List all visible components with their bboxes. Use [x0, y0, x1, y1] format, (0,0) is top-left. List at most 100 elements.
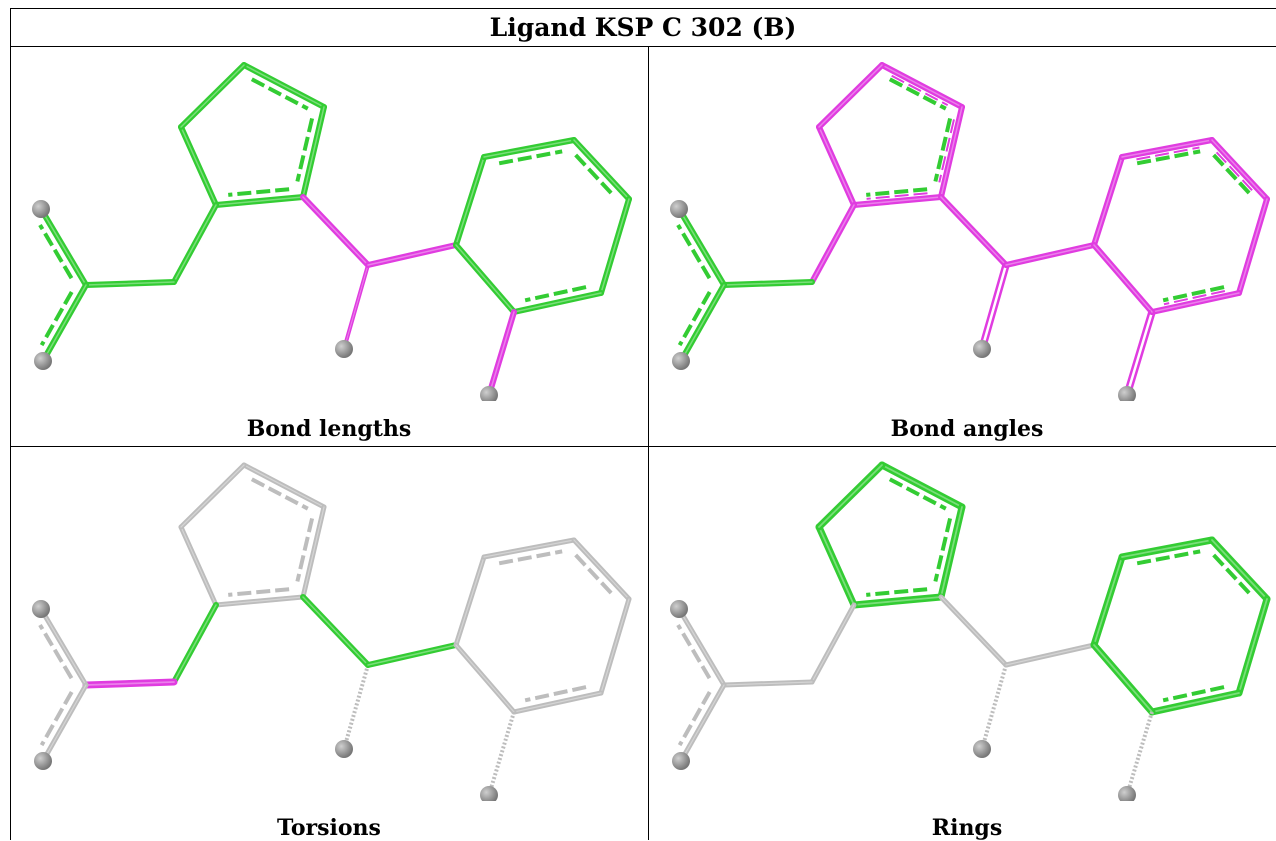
bond-cd	[213, 587, 306, 608]
atom-h	[32, 200, 50, 218]
bond-lm	[453, 554, 487, 648]
molecule-bond-angles	[670, 62, 1270, 401]
bond-qr	[486, 309, 517, 398]
bond-pq	[511, 285, 604, 315]
bond-jl	[365, 242, 459, 268]
table-border-top	[10, 8, 1276, 9]
atom-h	[32, 600, 50, 618]
bond-qr	[1123, 310, 1156, 397]
atom-i	[34, 352, 52, 370]
bond-gi	[39, 282, 89, 364]
bond-cd	[851, 187, 944, 208]
figure-title: Ligand KSP C 302 (B)	[489, 13, 797, 42]
bond-fg	[83, 279, 177, 288]
bond-cj	[300, 594, 371, 668]
row-divider	[10, 446, 1276, 447]
bond-fg	[721, 679, 815, 688]
bond-ea	[178, 62, 247, 130]
atom-h	[670, 200, 688, 218]
bond-ea	[178, 462, 247, 530]
bond-de	[815, 523, 858, 609]
atom-k	[973, 340, 991, 358]
atom-k	[335, 740, 353, 758]
bond-pq	[1148, 685, 1243, 716]
bond-jk	[980, 664, 1008, 750]
bond-bc	[295, 504, 327, 600]
bond-bc	[933, 104, 965, 200]
atom-r	[1118, 386, 1136, 401]
bond-de	[178, 124, 219, 208]
bond-mn	[481, 537, 577, 566]
molecule-rings	[670, 461, 1271, 801]
bond-ql	[453, 242, 517, 315]
bond-op	[1236, 196, 1270, 296]
bond-ql	[1090, 641, 1156, 716]
bond-gh	[38, 206, 89, 288]
bond-df	[809, 602, 857, 685]
bond-jl	[1003, 242, 1097, 268]
bond-gi	[677, 682, 727, 764]
bond-pq	[511, 685, 604, 715]
bond-lm	[453, 154, 487, 248]
bond-cj	[938, 594, 1009, 668]
bond-fg	[721, 279, 815, 288]
bond-no	[571, 137, 632, 202]
bond-ab	[241, 62, 327, 111]
figure-table: Ligand KSP C 302 (B) Bond lengths Bond a…	[10, 8, 1276, 841]
bond-op	[598, 596, 632, 696]
molecule-bond-lengths	[32, 62, 632, 401]
atom-k	[973, 740, 991, 758]
caption-rings: Rings	[931, 815, 1003, 841]
bond-fg	[82, 678, 178, 689]
bond-ab	[241, 462, 327, 511]
bond-qr	[1125, 711, 1154, 796]
bond-jl	[1003, 642, 1097, 668]
bond-no	[571, 537, 632, 602]
caption-torsions: Torsions	[277, 815, 381, 841]
bond-ql	[453, 642, 517, 715]
atom-r	[480, 786, 498, 801]
bond-df	[809, 202, 857, 285]
title-divider	[10, 46, 1276, 47]
bond-ab	[879, 62, 965, 111]
bond-pq	[1149, 285, 1242, 315]
bond-df	[171, 202, 219, 285]
panel-torsions	[11, 447, 647, 801]
bond-no	[1208, 536, 1271, 603]
atom-i	[34, 752, 52, 770]
bond-mn	[1119, 137, 1215, 166]
caption-bond-angles: Bond angles	[890, 416, 1044, 442]
bond-bc	[933, 503, 966, 601]
bond-gh	[38, 606, 89, 688]
bond-df	[171, 602, 219, 685]
bond-gi	[677, 282, 727, 364]
bond-jk	[342, 263, 370, 351]
column-divider	[648, 46, 649, 840]
bond-gh	[676, 206, 727, 288]
bond-ea	[815, 461, 886, 531]
atom-i	[672, 352, 690, 370]
bond-lm	[1091, 154, 1125, 248]
bond-de	[178, 524, 219, 608]
bond-jk	[978, 263, 1010, 351]
bond-qr	[487, 711, 516, 796]
bond-ql	[1091, 242, 1155, 315]
bond-mn	[1118, 536, 1216, 566]
bond-jl	[365, 642, 459, 668]
panel-bond-lengths	[11, 47, 647, 401]
bond-cd	[213, 187, 306, 208]
bond-ea	[816, 62, 885, 130]
bond-gi	[39, 682, 89, 764]
bond-lm	[1090, 553, 1126, 649]
panel-bond-angles	[649, 47, 1276, 401]
bond-cd	[850, 587, 945, 609]
atom-r	[480, 386, 498, 401]
bond-jk	[342, 664, 370, 750]
table-border-left	[10, 8, 11, 840]
caption-bond-lengths: Bond lengths	[246, 416, 412, 442]
bond-cj	[300, 194, 371, 268]
bond-mn	[481, 137, 577, 166]
bond-ab	[878, 461, 966, 511]
panel-rings	[649, 447, 1276, 801]
molecule-torsions	[32, 462, 632, 801]
